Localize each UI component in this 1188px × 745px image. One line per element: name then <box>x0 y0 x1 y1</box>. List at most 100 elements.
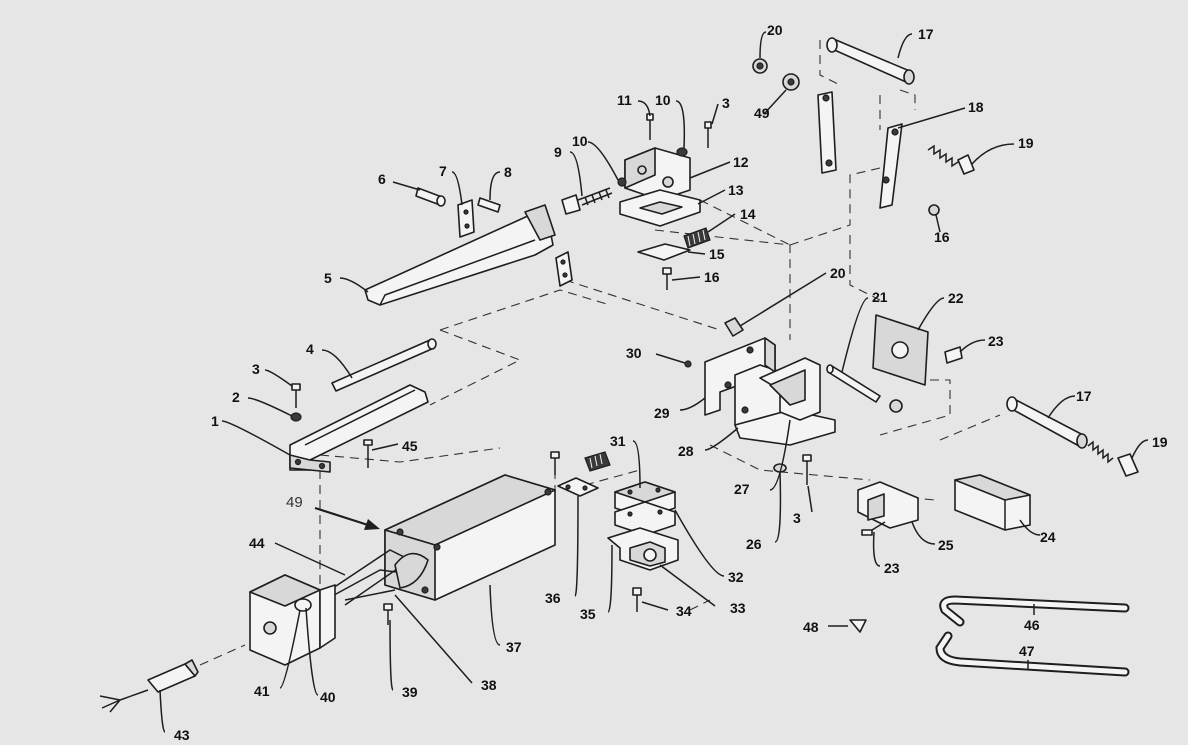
lever-part-18 <box>879 123 903 209</box>
rod-part-4 <box>331 338 437 392</box>
label-45: 45 <box>402 438 418 454</box>
nut-part-20-mid <box>724 317 744 337</box>
label-28: 28 <box>678 443 694 459</box>
label-34: 34 <box>676 603 692 619</box>
label-10-top: 10 <box>655 92 671 108</box>
body-part-37 <box>384 474 556 601</box>
label-16: 16 <box>704 269 720 285</box>
label-4: 4 <box>306 341 314 357</box>
collar <box>889 399 903 413</box>
label-47: 47 <box>1019 643 1035 659</box>
pin-part-30 <box>684 360 692 368</box>
screw-part-34 <box>632 587 642 612</box>
label-23-right: 23 <box>988 333 1004 349</box>
label-40: 40 <box>320 689 336 705</box>
label-6: 6 <box>378 171 386 187</box>
screw-part-9 <box>561 187 613 215</box>
label-35: 35 <box>580 606 596 622</box>
label-31: 31 <box>610 433 626 449</box>
label-37: 37 <box>506 639 522 655</box>
label-19-lower: 19 <box>1152 434 1168 450</box>
arm-part-5 <box>364 204 556 306</box>
leader-lines <box>159 31 1149 733</box>
roller-part-17-top <box>826 37 915 85</box>
block-part-7 <box>457 199 475 238</box>
shaft-part-21 <box>826 364 881 403</box>
part-labels: 1 2 3 4 5 6 7 8 9 10 11 10 3 12 13 14 15… <box>174 22 1168 743</box>
label-33: 33 <box>730 600 746 616</box>
spring-part-19-top <box>927 144 975 175</box>
spring-part-19-lower <box>1087 440 1139 477</box>
label-8: 8 <box>504 164 512 180</box>
spring-near-31 <box>584 451 611 472</box>
label-44: 44 <box>249 535 265 551</box>
label-20-top: 20 <box>767 22 783 38</box>
roller-part-17-lower <box>1006 396 1088 449</box>
label-21: 21 <box>872 289 888 305</box>
label-17-top: 17 <box>918 26 934 42</box>
block-part-32 <box>614 501 676 536</box>
nut-part-20-top <box>752 58 768 74</box>
plate-part-22 <box>872 314 929 386</box>
nut-part-10 <box>676 147 688 157</box>
screw-part-3-left <box>291 383 301 408</box>
label-17-lower: 17 <box>1076 388 1092 404</box>
label-2: 2 <box>232 389 240 405</box>
pin-part-8 <box>477 197 501 213</box>
screw-part-23-right <box>944 346 963 364</box>
label-46: 46 <box>1024 617 1040 633</box>
bracket-part-27 <box>759 357 821 421</box>
label-10-left: 10 <box>572 133 588 149</box>
screw-part-16 <box>662 267 672 290</box>
handle-part-1 <box>289 384 429 473</box>
label-27: 27 <box>734 481 750 497</box>
label-36: 36 <box>545 590 561 606</box>
motor-part-40 <box>249 574 336 666</box>
small-bracket <box>555 251 573 287</box>
label-14: 14 <box>740 206 756 222</box>
label-18: 18 <box>968 99 984 115</box>
label-41: 41 <box>254 683 270 699</box>
label-15: 15 <box>709 246 725 262</box>
pin-part-45 <box>363 439 373 468</box>
rod-part-46 <box>939 595 1130 627</box>
label-26: 26 <box>746 536 762 552</box>
label-3-mid: 3 <box>793 510 801 526</box>
harness-part-38-44 <box>324 549 429 606</box>
label-23-lower: 23 <box>884 560 900 576</box>
bracket-part-25 <box>857 481 919 529</box>
plate-part-15 <box>637 243 691 261</box>
screw-part-3-mid <box>802 454 812 485</box>
label-49-top: 49 <box>754 105 770 121</box>
assembly-dash-lines <box>199 40 1001 666</box>
label-5: 5 <box>324 270 332 286</box>
pin-part-6 <box>415 187 446 207</box>
nut-part-10b <box>617 177 627 187</box>
screw-part-23-lower <box>861 521 886 536</box>
screw-part-11 <box>646 113 654 140</box>
label-39: 39 <box>402 684 418 700</box>
base-part-13 <box>619 189 701 227</box>
probe-part-43 <box>99 659 199 713</box>
label-11: 11 <box>617 92 632 108</box>
label-38: 38 <box>481 677 497 693</box>
label-43: 43 <box>174 727 190 743</box>
label-24: 24 <box>1040 529 1056 545</box>
label-30: 30 <box>626 345 642 361</box>
label-13: 13 <box>728 182 744 198</box>
nut-part-16-right <box>928 204 940 216</box>
block-part-33 <box>607 527 679 571</box>
label-3-left: 3 <box>252 361 260 377</box>
rod-part-47 <box>935 631 1130 677</box>
clip-part-36 <box>557 477 599 497</box>
part-48-symbol <box>828 619 867 633</box>
link-lever <box>817 91 837 174</box>
label-48: 48 <box>803 619 819 635</box>
spring-part-14 <box>683 227 711 249</box>
screw-part-3-top <box>704 121 712 148</box>
label-1: 1 <box>211 413 219 429</box>
screw-top-37 <box>550 451 560 475</box>
screw-part-39 <box>383 603 393 625</box>
